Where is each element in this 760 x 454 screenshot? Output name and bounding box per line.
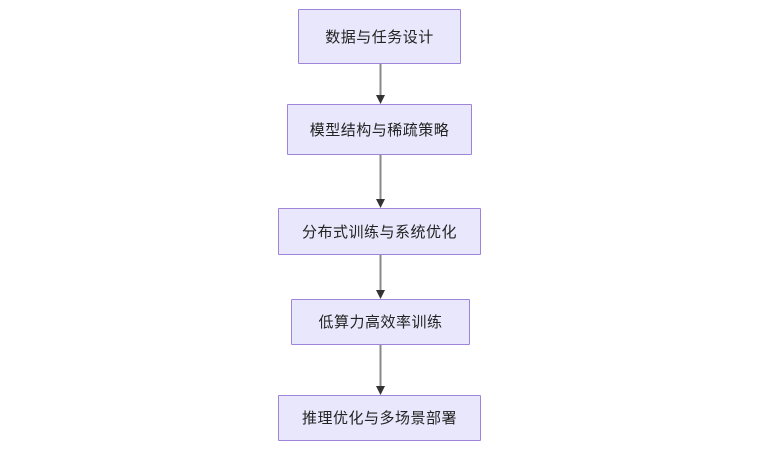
- node-low-compute-high-efficiency-training[interactable]: 低算力高效率训练: [291, 299, 470, 345]
- node-model-architecture-and-sparsity-strategy[interactable]: 模型结构与稀疏策略: [287, 104, 472, 155]
- arrowhead-icon: [375, 386, 385, 395]
- node-data-and-task-design[interactable]: 数据与任务设计: [298, 9, 461, 64]
- node-distributed-training-and-system-optimization[interactable]: 分布式训练与系统优化: [278, 208, 481, 255]
- node-label: 推理优化与多场景部署: [301, 409, 457, 427]
- node-label: 低算力高效率训练: [318, 313, 443, 331]
- arrowhead-icon: [375, 95, 385, 104]
- node-label: 数据与任务设计: [325, 27, 434, 46]
- node-label: 模型结构与稀疏策略: [309, 120, 450, 139]
- arrowhead-icon: [375, 199, 385, 208]
- node-inference-optimization-and-multi-scenario-deployment[interactable]: 推理优化与多场景部署: [278, 395, 481, 441]
- node-label: 分布式训练与系统优化: [301, 222, 457, 241]
- arrowhead-icon: [375, 290, 385, 299]
